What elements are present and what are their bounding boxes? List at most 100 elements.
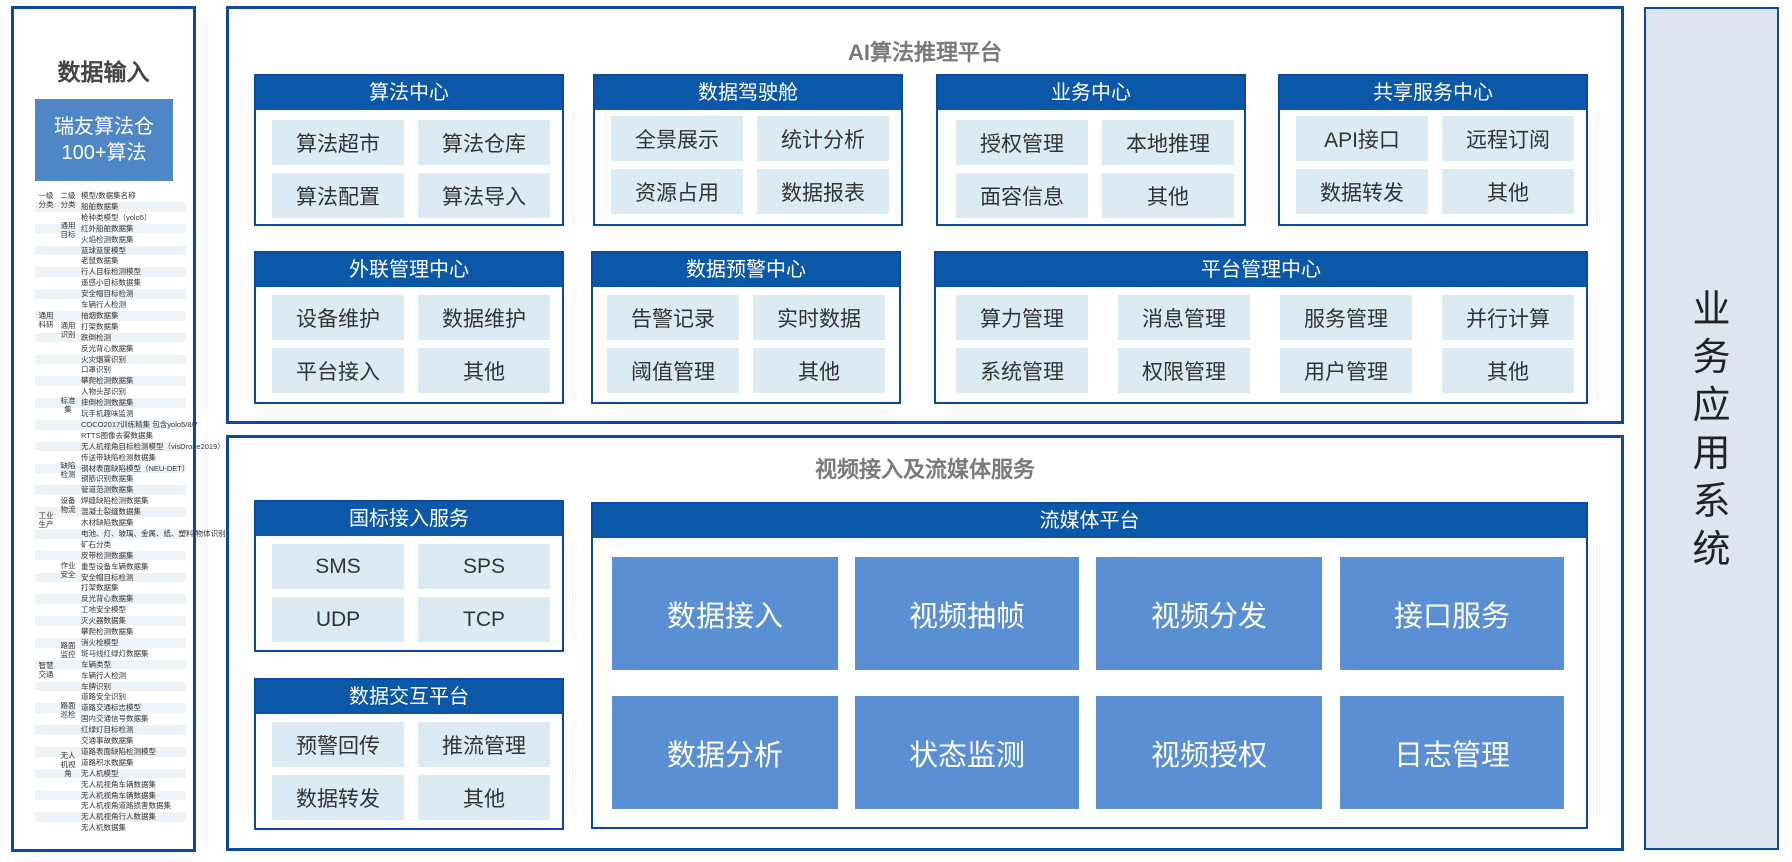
dataset-row: 车辆类型 [35, 659, 186, 670]
ai-module-item[interactable]: 系统管理 [956, 348, 1088, 393]
streaming-platform-title: 流媒体平台 [593, 504, 1586, 538]
dataset-category-label: 通用识别 [60, 321, 76, 339]
video-service-item[interactable]: TCP [418, 597, 550, 642]
dataset-name: 安全帽目标检测 [81, 572, 134, 582]
dataset-category-label: 通用科研 [38, 311, 54, 329]
dataset-row: 无人机模型 [35, 768, 186, 779]
ai-module-item[interactable]: 其他 [418, 348, 550, 393]
ai-card-title: 外联管理中心 [256, 253, 562, 287]
dataset-row: 无人机视角目标检测模型（visDrone2019） [35, 441, 225, 452]
dataset-category-label: 一级分类 [38, 191, 54, 209]
ai-module-item[interactable]: 用户管理 [1280, 348, 1412, 393]
ai-module-item[interactable]: 其他 [1442, 348, 1574, 393]
ai-module-item[interactable]: 数据转发 [1296, 169, 1428, 214]
streaming-function-tile[interactable]: 视频授权 [1096, 696, 1322, 809]
dataset-category-label: 智慧交通 [38, 661, 54, 679]
dataset-row: 抽烟数据集 [35, 310, 186, 321]
video-service-item[interactable]: 预警回传 [272, 722, 404, 767]
ai-module-item[interactable]: 算法超市 [272, 120, 404, 165]
ai-module-item[interactable]: 实时数据 [753, 295, 885, 340]
video-service-item[interactable]: 数据转发 [272, 775, 404, 820]
dataset-row: 电池、灯、玻璃、金属、纸、塑料 物体识别 [35, 528, 226, 539]
dataset-row: 老鼠数据集 [35, 256, 186, 266]
dataset-name: 斑马线红绿灯数据集 [81, 648, 149, 658]
streaming-function-tile[interactable]: 接口服务 [1340, 557, 1564, 670]
dataset-name: 无人机模型 [81, 768, 119, 778]
streaming-function-tile[interactable]: 视频分发 [1096, 557, 1322, 670]
streaming-function-tile[interactable]: 视频抽帧 [855, 557, 1079, 670]
ai-module-item[interactable]: 其他 [1102, 173, 1234, 218]
ai-module-item[interactable]: 其他 [1442, 169, 1574, 214]
dataset-name: 矿石分类 [81, 539, 111, 549]
dataset-row: 车牌识别 [35, 681, 186, 692]
dataset-category-label: 路面监控 [60, 641, 76, 659]
dataset-name: 枪种类模型（yolo5） [81, 212, 152, 222]
ai-module-item[interactable]: 本地推理 [1102, 120, 1234, 165]
ai-module-item[interactable]: 统计分析 [757, 116, 889, 161]
ai-module-item[interactable]: 算法导入 [418, 173, 550, 218]
ai-module-item[interactable]: 其他 [753, 348, 885, 393]
dataset-name: 火灾烟雾识别 [81, 354, 126, 364]
business-app-char: 统 [1692, 529, 1731, 571]
dataset-row: 灭火器数据集 [35, 616, 186, 626]
dataset-name: COCO2017训练精集 包含yolo5/8/7 [81, 419, 198, 429]
dataset-name: 红外船舶数据集 [81, 223, 134, 233]
dataset-name: 混凝土裂缝数据集 [81, 507, 141, 517]
video-service-item[interactable]: 其他 [418, 775, 550, 820]
ai-module-item[interactable]: 算力管理 [956, 295, 1088, 340]
dataset-row: 无人机视角道路损害数据集 [35, 801, 186, 811]
ai-module-item[interactable]: 面容信息 [956, 173, 1088, 218]
ai-module-item[interactable]: 平台接入 [272, 348, 404, 393]
ai-module-item[interactable]: 远程订阅 [1442, 116, 1574, 161]
ai-module-item[interactable]: 告警记录 [607, 295, 739, 340]
ai-module-item[interactable]: 授权管理 [956, 120, 1088, 165]
ai-platform-title: AI算法推理平台 [847, 40, 1002, 65]
streaming-function-tile[interactable]: 状态监测 [855, 696, 1079, 809]
streaming-function-tile[interactable]: 数据分析 [612, 696, 838, 809]
dataset-row: 船舶数据集 [35, 201, 186, 212]
streaming-platform-card: 流媒体平台数据接入视频抽帧视频分发接口服务数据分析状态监测视频授权日志管理 [591, 502, 1588, 829]
dataset-row: 反光背心数据集 [35, 344, 186, 354]
dataset-name: 车辆行人检测 [81, 300, 126, 309]
video-service-item[interactable]: UDP [272, 597, 404, 642]
ai-module-item[interactable]: 并行计算 [1442, 295, 1574, 340]
ai-module-item[interactable]: 资源占用 [611, 169, 743, 214]
ai-module-item[interactable]: API接口 [1296, 116, 1428, 161]
ai-module-item[interactable]: 全景展示 [611, 116, 743, 161]
ai-module-item[interactable]: 服务管理 [1280, 295, 1412, 340]
dataset-row: 混凝土裂缝数据集 [35, 507, 186, 517]
dataset-name: 道路积水数据集 [81, 757, 134, 767]
business-app-title: 业务应用系统 [1646, 286, 1777, 574]
ai-card: 平台管理中心算力管理消息管理服务管理并行计算系统管理权限管理用户管理其他 [934, 251, 1588, 404]
dataset-name: 车辆行人检测 [81, 670, 126, 680]
video-service-item[interactable]: SPS [418, 544, 550, 589]
dataset-row: 枪种类模型（yolo5） [35, 213, 186, 223]
ai-module-item[interactable]: 数据维护 [418, 295, 550, 340]
dataset-row: 管道范测数据集 [35, 485, 186, 496]
dataset-row: 红外船舶数据集 [35, 223, 186, 234]
video-service-item[interactable]: SMS [272, 544, 404, 589]
algorithm-warehouse-box: 瑞友算法仓 100+算法 [35, 99, 173, 181]
dataset-row: 交通事故数据集 [35, 736, 186, 746]
ai-module-item[interactable]: 权限管理 [1118, 348, 1250, 393]
video-service-item[interactable]: 推流管理 [418, 722, 550, 767]
dataset-row: 无人机视角车辆数据集 [35, 790, 186, 801]
streaming-function-tile[interactable]: 数据接入 [612, 557, 838, 670]
ai-module-item[interactable]: 算法配置 [272, 173, 404, 218]
ai-module-item[interactable]: 算法仓库 [418, 120, 550, 165]
dataset-name: 国内交通信号数据集 [81, 714, 149, 724]
streaming-function-tile[interactable]: 日志管理 [1340, 696, 1564, 809]
dataset-row: 钢筋识别数据集 [35, 474, 186, 484]
dataset-name: 无人机视角目标检测模型（visDrone2019） [81, 441, 225, 451]
ai-module-item[interactable]: 阈值管理 [607, 348, 739, 393]
dataset-name: 老鼠数据集 [81, 256, 119, 266]
dataset-row: 消火栓模型 [35, 637, 186, 648]
ai-card: 数据预警中心告警记录实时数据阈值管理其他 [591, 251, 901, 404]
ai-module-item[interactable]: 消息管理 [1118, 295, 1250, 340]
dataset-name: 攀爬检测数据集 [81, 376, 134, 386]
ai-module-item[interactable]: 数据报表 [757, 169, 889, 214]
dataset-row: 安全帽目标检测 [35, 572, 186, 583]
ai-card: 业务中心授权管理本地推理面容信息其他 [936, 74, 1246, 226]
ai-card-title: 算法中心 [256, 76, 562, 110]
ai-module-item[interactable]: 设备维护 [272, 295, 404, 340]
